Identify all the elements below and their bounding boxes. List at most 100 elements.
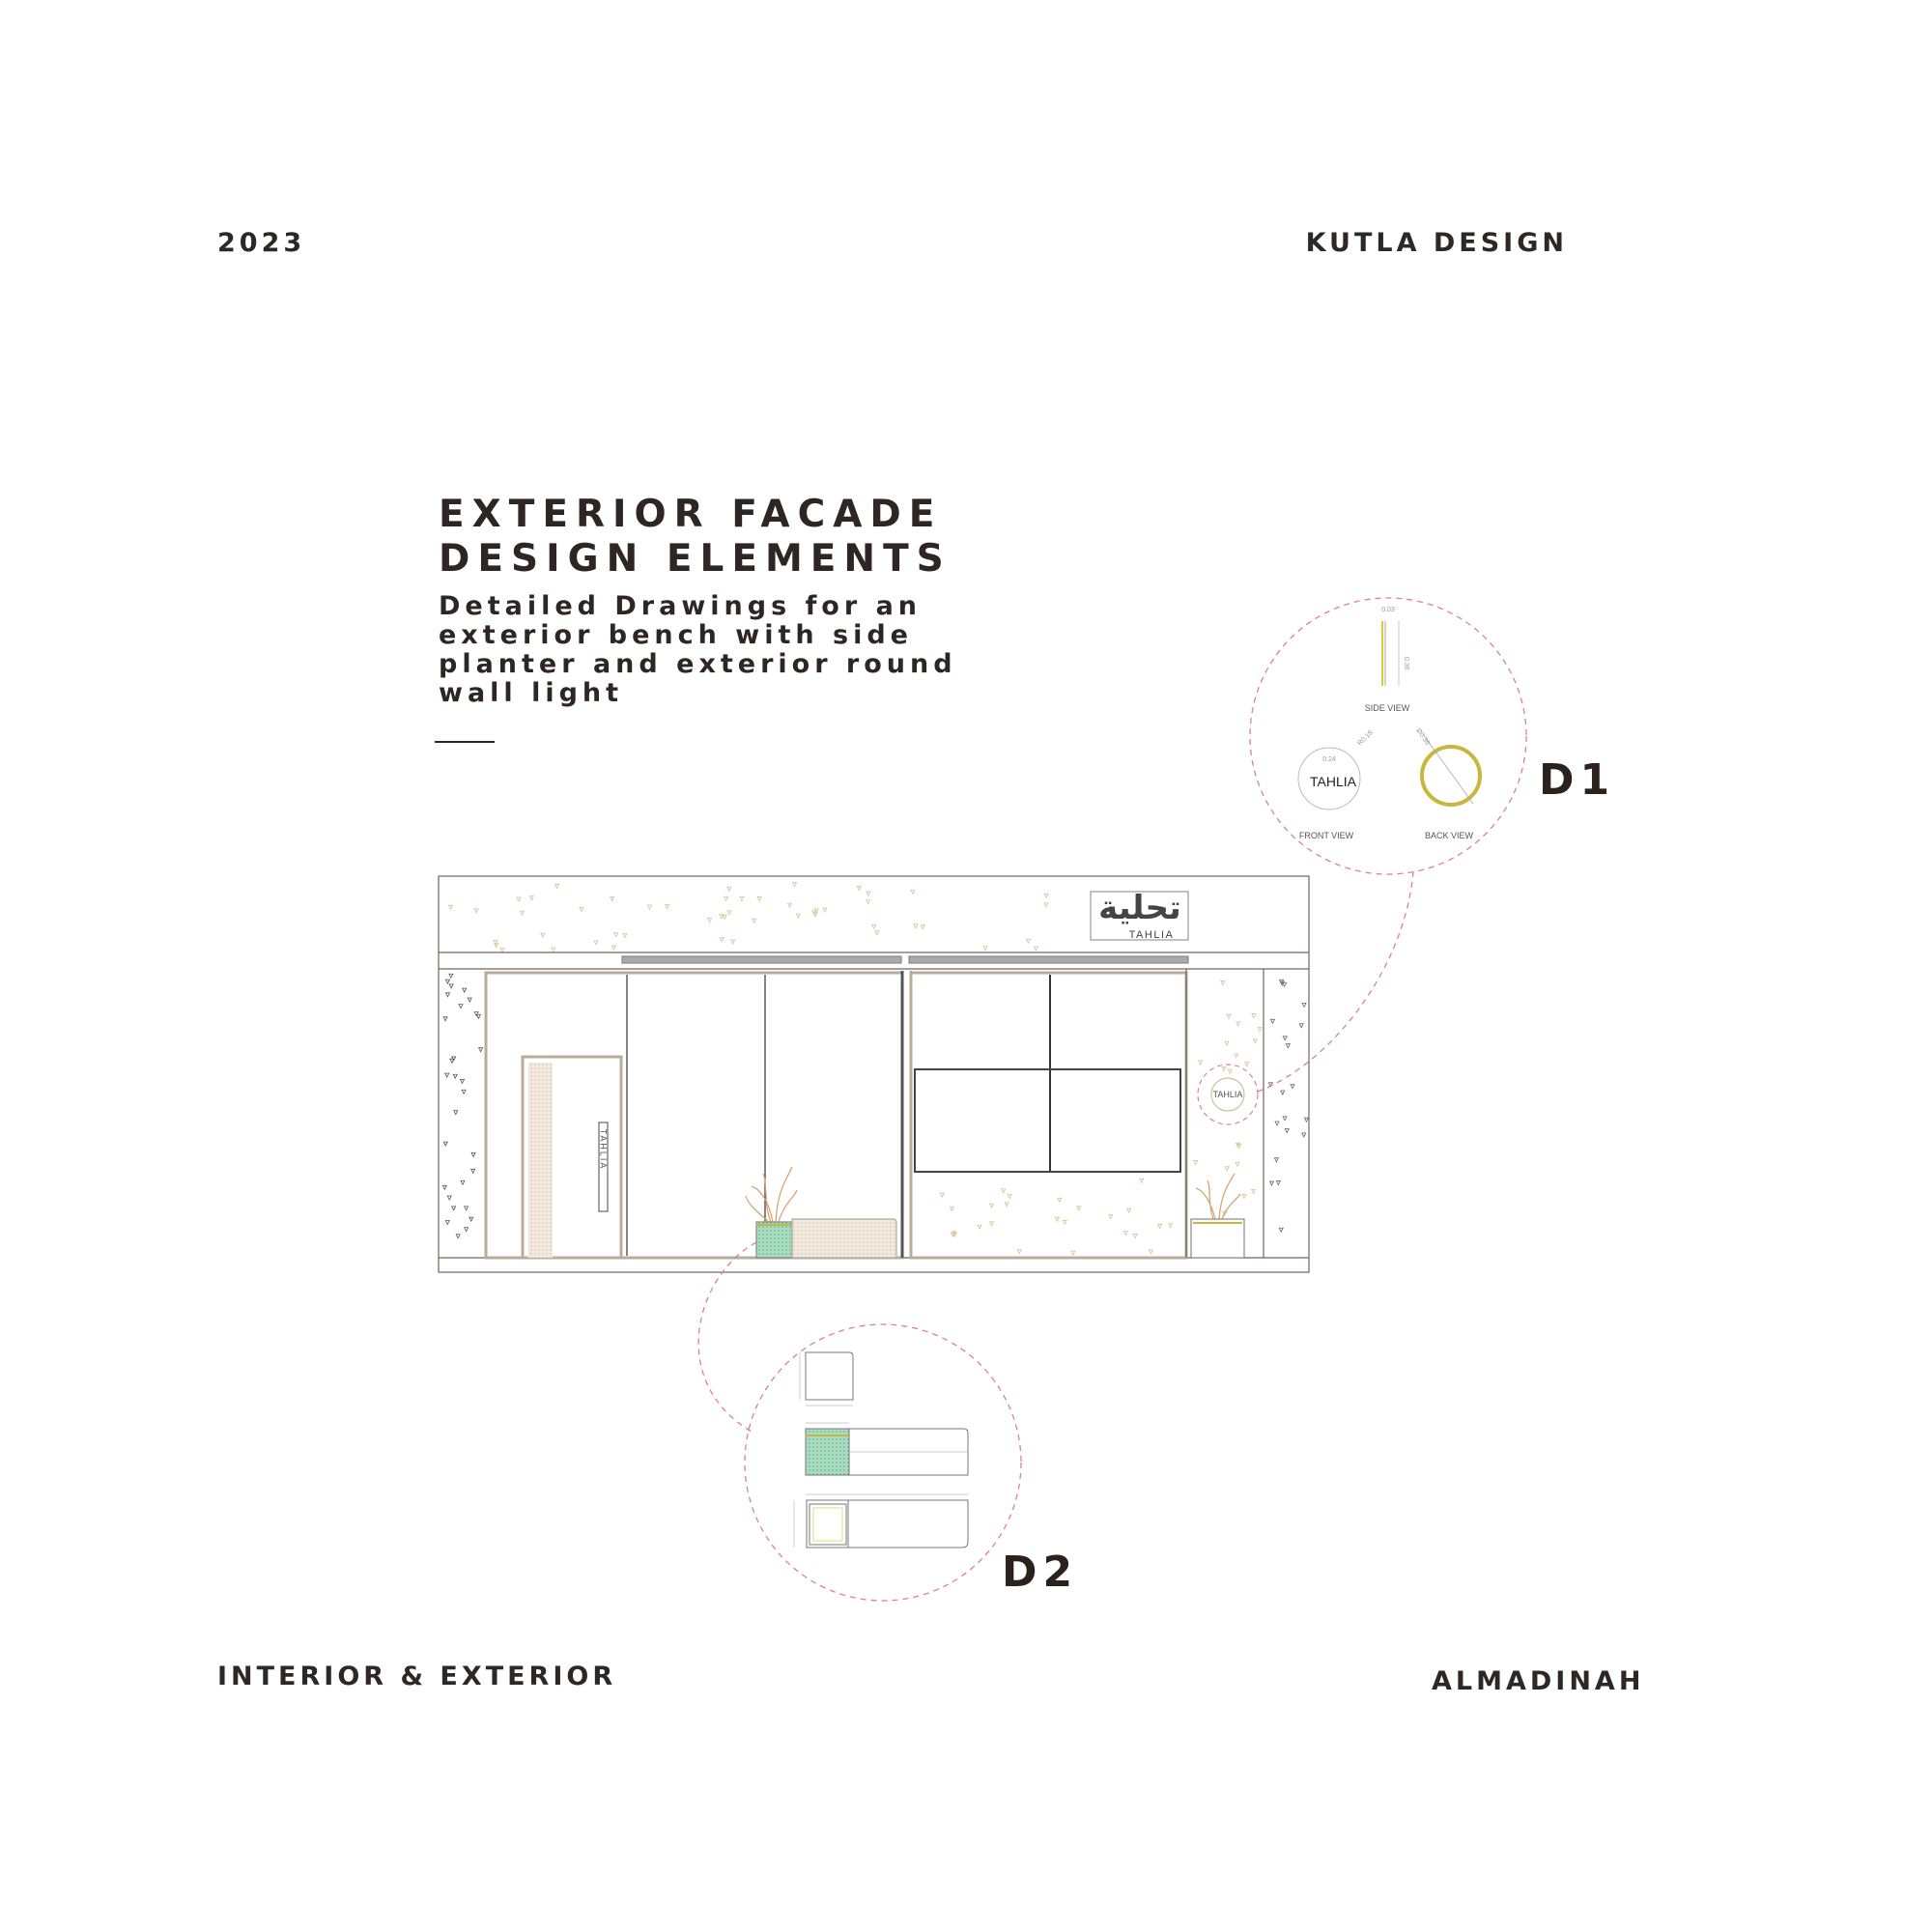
studio-name: KUTLA DESIGN	[1305, 228, 1568, 258]
door-sign: TAHLIA	[599, 1129, 609, 1171]
speckle	[951, 1231, 957, 1236]
glazing-right	[909, 971, 1188, 1260]
speckle	[441, 1184, 448, 1191]
speckle	[447, 904, 454, 911]
speckle	[870, 923, 877, 930]
speckle	[540, 932, 546, 938]
title-line-1: EXTERIOR FACADE	[439, 493, 943, 536]
detail-d2-label: D2	[1002, 1548, 1078, 1597]
speckle	[1148, 1249, 1154, 1255]
speckle	[609, 896, 615, 902]
speckle	[1004, 1202, 1009, 1208]
speckle	[1274, 1121, 1280, 1126]
speckle	[1267, 1082, 1274, 1088]
speckle	[786, 902, 793, 909]
speckle	[448, 973, 454, 980]
planter-plan	[805, 1351, 854, 1401]
plant-icon	[1195, 1173, 1241, 1220]
speckle	[977, 1224, 982, 1231]
speckle	[1250, 1188, 1257, 1195]
speckle	[451, 1206, 457, 1211]
title-line-2: DESIGN ELEMENTS	[439, 537, 952, 581]
speckle	[1025, 938, 1032, 945]
speckle	[494, 943, 499, 949]
speckle	[453, 1110, 459, 1116]
speckle	[611, 945, 617, 951]
dim-height: 0.36	[1403, 657, 1409, 670]
wall-light	[1210, 1077, 1245, 1112]
speckle	[1257, 1027, 1263, 1033]
plant-icon	[745, 1166, 798, 1223]
speckle	[1268, 1180, 1275, 1186]
detail-d1-label: D1	[1539, 755, 1615, 805]
speckle	[1193, 1159, 1199, 1166]
linear-light-left	[621, 955, 902, 964]
wall-light-callout	[1197, 1064, 1259, 1125]
speckle	[448, 983, 454, 989]
speckle	[1156, 1224, 1163, 1230]
speckle	[554, 884, 560, 890]
speckle	[1043, 893, 1049, 899]
speckle	[726, 910, 732, 916]
speckle	[444, 1220, 450, 1226]
speckle	[1303, 1117, 1310, 1123]
bench-plan	[806, 1499, 969, 1548]
d2-connector	[697, 1241, 757, 1433]
speckle	[458, 1004, 464, 1009]
speckle	[1236, 1021, 1241, 1027]
speckle	[913, 923, 919, 929]
dim-diameter: Ø0.36	[1414, 727, 1431, 747]
speckle	[1235, 1142, 1241, 1148]
category-label: INTERIOR & EXTERIOR	[217, 1662, 617, 1691]
speckle	[1251, 1013, 1257, 1019]
speckle	[459, 1078, 466, 1085]
speckle	[1221, 1210, 1228, 1217]
speckle	[1244, 1062, 1250, 1067]
speckle	[1281, 981, 1288, 988]
speckle	[455, 1234, 461, 1239]
dim-text-width: 0.24	[1322, 756, 1336, 763]
speckle	[442, 1016, 448, 1022]
speckle	[949, 1206, 955, 1212]
dim-thickness: 0.03	[1381, 607, 1395, 613]
speckle	[1290, 1084, 1295, 1090]
speckle	[473, 908, 479, 914]
year-label: 2023	[217, 228, 306, 258]
speckle	[1285, 1043, 1292, 1049]
speckle	[1122, 1231, 1128, 1236]
speckle	[467, 997, 472, 1003]
side-planter	[1190, 1218, 1245, 1259]
speckle	[726, 886, 732, 893]
speckle	[1224, 1040, 1230, 1047]
speckle	[444, 992, 451, 998]
speckle	[719, 914, 724, 920]
speckle	[475, 1013, 482, 1020]
speckle	[1220, 980, 1226, 986]
speckle	[528, 895, 535, 901]
speckle	[724, 895, 729, 902]
speckle	[1282, 1116, 1288, 1122]
speckle	[866, 899, 871, 905]
speckle	[1226, 1013, 1232, 1020]
divider	[435, 741, 495, 743]
speckle	[462, 987, 468, 993]
speckle	[593, 940, 599, 946]
speckle	[822, 907, 828, 914]
speckle	[939, 1192, 945, 1198]
speckle	[469, 1216, 474, 1223]
speckle	[1235, 1161, 1240, 1168]
speckle	[856, 885, 862, 892]
speckle	[1007, 1194, 1012, 1200]
speckle	[446, 1195, 452, 1201]
speckle	[1221, 1066, 1227, 1072]
speckle	[622, 933, 628, 939]
speckle	[1280, 1090, 1286, 1095]
d1-connector	[1257, 870, 1414, 1093]
bench-elevation	[848, 1428, 969, 1476]
side-view-label: SIDE VIEW	[1365, 703, 1410, 713]
entrance-door	[521, 1055, 623, 1260]
front-view-text: TAHLIA	[1310, 774, 1357, 789]
front-view-label: FRONT VIEW	[1299, 831, 1354, 840]
facade-elevation: TAHLIA تحلية TAHLIA TAHLIA	[438, 875, 1310, 1273]
tahlia-sign	[1090, 891, 1189, 941]
